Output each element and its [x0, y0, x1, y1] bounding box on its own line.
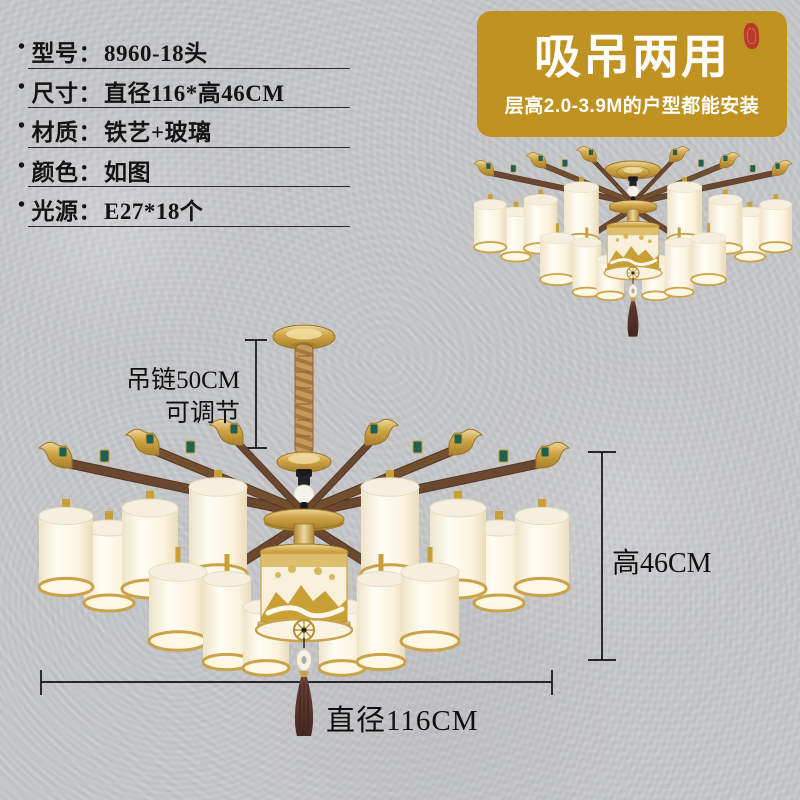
chain-length-note: 吊链50CM 可调节 [126, 364, 240, 430]
diameter-measure-line [40, 670, 553, 695]
spec-label: 材质： [31, 120, 103, 145]
spec-row-model: • 型号： 8960-18头 [18, 34, 350, 74]
banner-subtitle: 层高2.0-3.9M的户型都能安装 [504, 95, 760, 117]
height-measure-line [588, 451, 616, 661]
spec-value: 直径116*高46CM [104, 80, 285, 106]
spec-row-material: • 材质： 铁艺+玻璃 [18, 113, 350, 153]
hanging-chain [294, 343, 314, 455]
bullet-icon: • [18, 75, 26, 98]
diameter-note: 直径116CM [326, 705, 479, 737]
spec-list: • 型号： 8960-18头 • 尺寸： 直径116*高46CM • 材质： 铁… [18, 34, 350, 232]
bullet-icon: • [18, 194, 26, 216]
spec-label: 尺寸： [31, 80, 103, 106]
bullet-icon: • [18, 115, 26, 137]
chain-note-line2: 可调节 [164, 400, 240, 427]
flush-chandelier-image [474, 147, 792, 337]
spec-row-light-source: • 光源： E27*18个 [18, 192, 350, 232]
bullet-icon: • [18, 36, 26, 58]
chain-measure-line [245, 339, 267, 449]
promo-banner: 吸吊两用 层高2.0-3.9M的户型都能安装 [477, 11, 787, 137]
spec-value: E27*18个 [104, 199, 204, 224]
spec-value: 如图 [104, 159, 152, 185]
spec-label: 光源： [31, 199, 103, 224]
bullet-icon: • [18, 154, 26, 177]
spec-value: 8960-18头 [104, 41, 208, 66]
chain-note-line1: 吊链50CM [126, 367, 240, 394]
height-note: 高46CM [612, 548, 712, 579]
main-chandelier-image [39, 324, 569, 736]
spec-row-size: • 尺寸： 直径116*高46CM [18, 74, 350, 114]
banner-title: 吸吊两用 [534, 32, 730, 84]
spec-label: 型号： [31, 41, 103, 66]
spec-row-color: • 颜色： 如图 [18, 153, 350, 193]
red-seal-icon [743, 22, 760, 50]
spec-label: 颜色： [31, 159, 103, 185]
spec-value: 铁艺+玻璃 [104, 120, 212, 145]
measurement-lines [40, 339, 616, 695]
